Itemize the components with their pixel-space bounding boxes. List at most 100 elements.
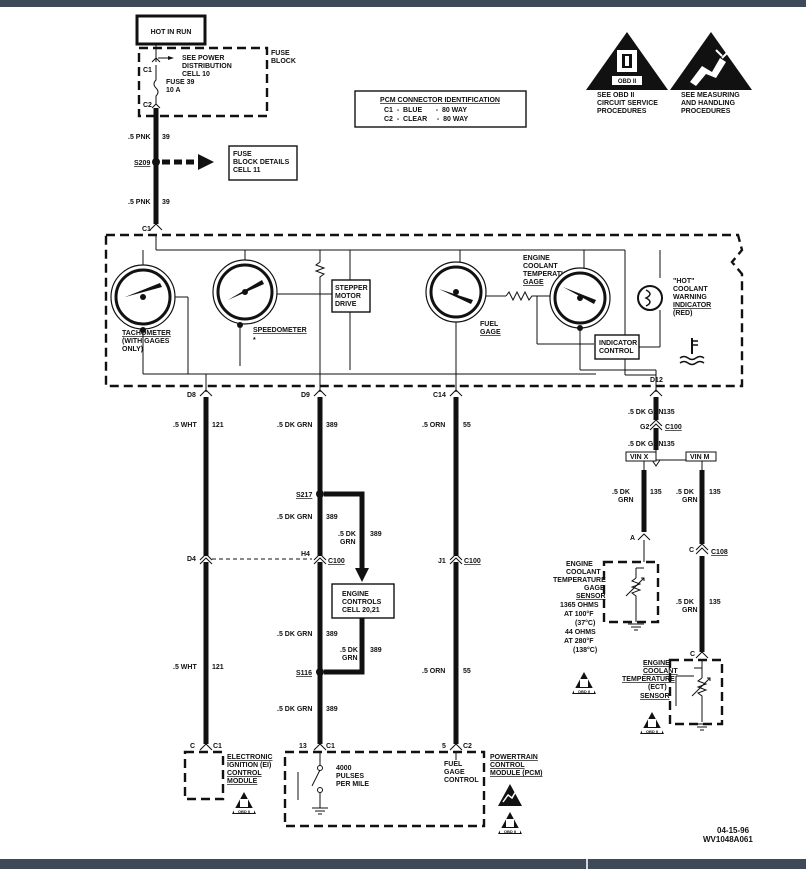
svg-text:.5 DK: .5 DK — [338, 531, 356, 538]
svg-text:OBD II: OBD II — [504, 829, 516, 834]
esd-caption-1: SEE MEASURING — [681, 92, 740, 99]
svg-text:.5 DK GRN: .5 DK GRN — [277, 706, 312, 713]
svg-text:IGNITION (EI): IGNITION (EI) — [227, 762, 271, 769]
svg-text:CONTROL: CONTROL — [444, 777, 479, 784]
esd-warning-icon — [670, 32, 752, 90]
svg-text:VIN M: VIN M — [690, 454, 710, 461]
hot-coolant-warning-lamp-icon — [637, 285, 663, 311]
engine-controls-arrow-down-icon — [355, 568, 369, 582]
svg-text:C100: C100 — [328, 558, 345, 565]
see-power-label: SEE POWER — [182, 55, 224, 62]
speedometer-label: SPEEDOMETER — [253, 327, 307, 334]
c1-label: C1 — [143, 67, 152, 74]
svg-text:CELL 20,21: CELL 20,21 — [342, 607, 380, 614]
c1-connector-icon — [151, 57, 161, 63]
svg-text:SENSOR: SENSOR — [640, 693, 670, 700]
vin-x-box — [625, 451, 657, 462]
svg-text:121: 121 — [212, 422, 224, 429]
svg-text:OBD II: OBD II — [238, 809, 250, 814]
svg-text:H4: H4 — [301, 551, 310, 558]
fuel-resistor-icon — [505, 290, 545, 302]
fuse-block-label-2: BLOCK — [271, 58, 296, 65]
svg-text:AT 100°F: AT 100°F — [564, 610, 594, 618]
svg-text:GRN: GRN — [618, 497, 634, 504]
tachometer-label: TACHOMETER — [122, 330, 171, 337]
diagram-code: WV1048A061 — [703, 835, 753, 844]
svg-text:"HOT": "HOT" — [673, 278, 694, 285]
svg-text:.5 DK GRN: .5 DK GRN — [277, 422, 312, 429]
svg-text:COOLANT: COOLANT — [673, 286, 708, 293]
d9-pin-icon — [313, 389, 327, 397]
svg-text:C14: C14 — [433, 392, 446, 399]
ground-icon-1 — [628, 623, 644, 631]
svg-text:GAGE: GAGE — [444, 769, 465, 776]
svg-text:D9: D9 — [301, 392, 310, 399]
svg-text:389: 389 — [370, 647, 382, 654]
svg-text:(ECT): (ECT) — [648, 684, 667, 691]
svg-text:135: 135 — [709, 599, 721, 606]
svg-text:4000: 4000 — [336, 765, 352, 772]
svg-text:CONTROL: CONTROL — [599, 348, 634, 355]
pnk-wire-label-top: .5 PNK — [128, 134, 151, 141]
d8-pin-icon — [199, 389, 213, 397]
svg-text:(37°C): (37°C) — [575, 619, 595, 627]
svg-text:(WITH GAGES: (WITH GAGES — [122, 338, 170, 345]
s116-splice — [316, 668, 324, 676]
svg-text:ENGINE: ENGINE — [523, 255, 550, 262]
svg-text:C: C — [690, 651, 695, 658]
coolant-temperature-symbol-icon — [679, 338, 705, 366]
bottom-status-bar — [0, 859, 806, 869]
fuse-block-label-1: FUSE — [271, 50, 290, 57]
indicator-control-box — [594, 334, 640, 360]
svg-text:GRN: GRN — [342, 655, 358, 662]
svg-text:C1: C1 — [326, 743, 335, 750]
hot-in-run-label: HOT IN RUN — [151, 29, 192, 36]
svg-text:121: 121 — [212, 664, 224, 671]
s209-splice — [152, 158, 160, 166]
svg-text:INDICATOR: INDICATOR — [673, 302, 711, 309]
svg-text:389: 389 — [326, 422, 338, 429]
svg-text:C108: C108 — [711, 549, 728, 556]
c2-connector-icon — [151, 103, 161, 109]
svg-text:GRN: GRN — [682, 607, 698, 614]
coolant-temp-gage-icon — [549, 267, 611, 331]
top-window-bar — [0, 0, 806, 7]
pnk-wire-num-top: 39 — [162, 134, 170, 141]
svg-text:ENGINE: ENGINE — [566, 561, 593, 568]
svg-text:C: C — [190, 743, 195, 750]
svg-text:135: 135 — [709, 489, 721, 496]
svg-text:TEMPERATURE: TEMPERATURE — [622, 676, 675, 683]
svg-text:.5 DK GRN: .5 DK GRN — [628, 441, 663, 448]
svg-text:OBD II: OBD II — [646, 729, 658, 734]
svg-text:5: 5 — [442, 743, 446, 750]
svg-text:BLOCK DETAILS: BLOCK DETAILS — [233, 159, 290, 166]
svg-text:ENGINE: ENGINE — [342, 591, 369, 598]
svg-text:INDICATOR: INDICATOR — [599, 340, 637, 347]
svg-text:STEPPER: STEPPER — [335, 285, 368, 292]
svg-text:D8: D8 — [187, 392, 196, 399]
svg-text:A: A — [630, 535, 635, 542]
pcm-obd-warning-icon: OBD II — [498, 812, 522, 834]
svg-text:GAGE: GAGE — [523, 279, 544, 286]
s209-label: S209 — [134, 160, 150, 167]
c2-label: C2 — [143, 102, 152, 109]
svg-text:.5 ORN: .5 ORN — [422, 422, 445, 429]
ei-control-module-outline — [183, 750, 225, 801]
pnk-wire-num-bottom: 39 — [162, 199, 170, 206]
diagram-date: 04-15-96 — [717, 826, 750, 835]
svg-text:GAGE: GAGE — [584, 585, 605, 592]
svg-text:FUSE: FUSE — [233, 151, 252, 158]
svg-text:GRN: GRN — [682, 497, 698, 504]
svg-text:WARNING: WARNING — [673, 294, 707, 301]
svg-text:.5 DK GRN: .5 DK GRN — [277, 631, 312, 638]
svg-text:C100: C100 — [464, 558, 481, 565]
svg-text:135: 135 — [663, 441, 675, 448]
svg-text:55: 55 — [463, 422, 471, 429]
svg-text:GRN: GRN — [340, 539, 356, 546]
svg-text:(RED): (RED) — [673, 310, 692, 317]
pcm-connector-title: PCM CONNECTOR IDENTIFICATION — [380, 97, 500, 104]
svg-text:MODULE: MODULE — [227, 778, 258, 785]
obd-ii-warning-icon: OBD II — [586, 32, 668, 90]
speed-sensor-switch-icon — [311, 769, 321, 787]
svg-text:OBD II: OBD II — [618, 79, 637, 85]
